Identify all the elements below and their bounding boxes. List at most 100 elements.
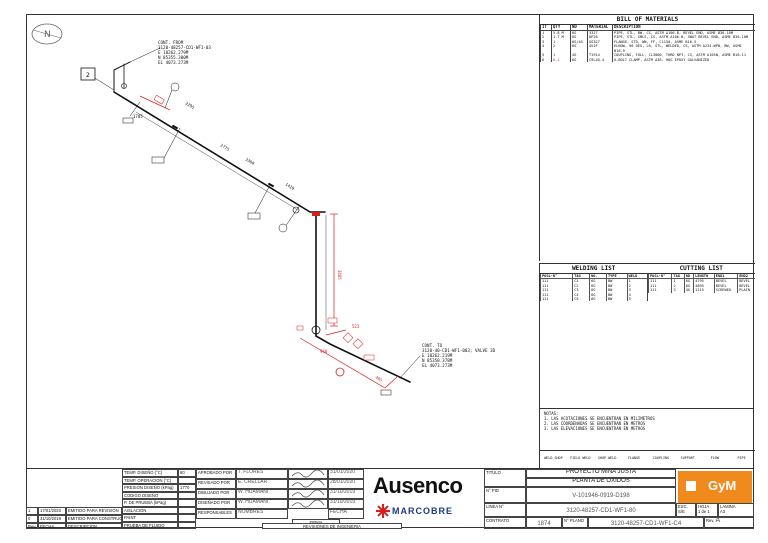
pipe-route <box>89 47 421 383</box>
legend-item: SUPPORT <box>680 456 695 460</box>
welding-cell: 6G <box>589 278 607 284</box>
cutting-header: ND <box>683 274 694 280</box>
responsable-roles: DIBUJADO POR <box>196 489 236 499</box>
welding-cell: 4 <box>626 292 647 298</box>
bom-header: DESCRIPTION <box>612 24 755 31</box>
welding-cell: 111 <box>539 288 573 293</box>
bom-header: MATERIAL <box>587 24 613 31</box>
symbol-legend: WELD SHOP FIELD WELD SHOP WELD FLANGE CO… <box>539 450 755 469</box>
welding-cell: BW <box>605 278 628 284</box>
welding-cell: BW <box>605 288 628 293</box>
conn-to-east: E 10262.219M <box>422 353 453 358</box>
responsable-names: NOMBRES <box>236 509 288 519</box>
bom-cell: 3 <box>540 39 552 44</box>
bom-cell: 1 <box>551 53 571 58</box>
conn-to-label: CONT. TO <box>422 343 443 348</box>
welding-cell: 111 <box>539 278 573 284</box>
design-param-value <box>178 506 196 514</box>
rev-date: 31/10/2019 <box>38 515 66 523</box>
welding-cell: 3 <box>626 288 647 293</box>
iso-label: 940 <box>320 349 328 354</box>
signature <box>288 499 328 509</box>
design-param-label: PRESION DISEÑO (kPag) <box>122 484 178 492</box>
bom-cell: T1914 <box>587 53 613 58</box>
bom-cell: 3327 <box>587 30 613 35</box>
welding-cell: C4 <box>572 292 590 298</box>
cutting-cell: 6G <box>683 278 694 284</box>
bom-cell: 6G <box>570 30 588 35</box>
gym-logo-text: GyM <box>708 478 737 493</box>
conn-from-east: E 10262.279M <box>158 50 189 55</box>
linea-value: 3120-48257-CD1-WF1-80 <box>526 503 676 517</box>
notes-section: NOTAS: 1. LAS ACOTACIONES SE ENCUENTRAN … <box>539 408 754 450</box>
rev-cell: 1 <box>26 507 38 515</box>
note-item: 2. LAS COORDENADAS SE ENCUENTRAN EN METR… <box>544 421 646 426</box>
bom-header: QTY <box>551 24 571 31</box>
gym-logo-square-icon <box>686 481 696 491</box>
welding-cell: 111 <box>539 283 573 289</box>
cutting-cell: 111 <box>647 283 672 289</box>
pid-value: V-101946-0919-D198 <box>526 487 676 503</box>
dimension-label: 3300 <box>244 157 255 167</box>
cutting-cell: 2 <box>671 283 685 289</box>
cutting-cell: 3 <box>671 288 685 293</box>
design-param-label: CODIGO DISEÑO <box>122 491 178 499</box>
bom-cell: 4 <box>540 44 552 53</box>
bom-cell: 5.8 M <box>551 30 571 35</box>
title-block: 1 17/01/2020 EMITIDO PARA REVISION 0 31/… <box>26 468 754 529</box>
bom-cell: 2 <box>540 35 552 40</box>
design-param-value <box>178 476 196 484</box>
cutting-cell: BEVEL <box>737 278 755 284</box>
welding-cell: BW <box>605 283 628 289</box>
bom-cell: PIPE, STL, BW, CS, ASTM A106-B, BEVEL EN… <box>612 30 755 35</box>
conn-to-north: N 85350.378M <box>422 358 453 363</box>
bom-cell: 6G <box>570 44 588 53</box>
conn-to-line: 3120-40-CD1-WF1-003; VALVE 3D <box>422 348 496 353</box>
bom-cell: 8P26 <box>587 35 613 40</box>
bom-header: IT <box>540 24 552 31</box>
contrato-label: CONTRATO <box>484 517 526 529</box>
legend-item: FIELD WELD <box>570 456 591 460</box>
responsable-roles: RESPONSABLES <box>196 509 236 519</box>
welding-header: TYPE <box>605 274 628 280</box>
welding-cell: 6G <box>589 283 607 289</box>
plano-value: 3120-48257-CD1-WF1-C4 <box>588 517 704 529</box>
cutting-cell: 4895 <box>693 283 715 289</box>
plano-label: N° PLANO <box>562 517 588 529</box>
linea-label: LINEA N° <box>484 503 526 517</box>
bom-cell: GG327 <box>587 39 613 44</box>
legend-item: FLOW <box>710 456 719 460</box>
design-param-value: 60 <box>178 469 196 477</box>
pid-label: N° PID <box>484 487 526 503</box>
contrato-value: 1874 <box>526 517 562 529</box>
responsable-roles: DISEÑADO POR <box>196 499 236 509</box>
fitting-marks <box>121 83 345 377</box>
cutting-cell: 4795 <box>693 278 715 284</box>
line-tag: 2 <box>86 72 90 79</box>
marcobre-icon <box>376 503 390 518</box>
rev-header: Rev. <box>26 523 38 529</box>
conn-from-label: CONT. FROM <box>158 40 184 45</box>
line-tag-box <box>80 67 96 81</box>
cutting-header: END1 <box>713 274 738 280</box>
bom-cell: 1.7 M <box>551 35 571 40</box>
cutting-cell: 6G <box>683 283 694 289</box>
bom-cell: U-BOLT CLAMP, ASTM A36, HDG EPOXY GALVAN… <box>612 57 755 62</box>
conn-from-north: N 85355.300M <box>158 55 189 60</box>
cutting-cell: 1215 <box>693 288 715 293</box>
bom-cell: 5 <box>540 53 552 58</box>
engineering-revisions: REVISIONES DE INGENIERIA <box>262 523 402 529</box>
design-param-value <box>178 499 196 507</box>
